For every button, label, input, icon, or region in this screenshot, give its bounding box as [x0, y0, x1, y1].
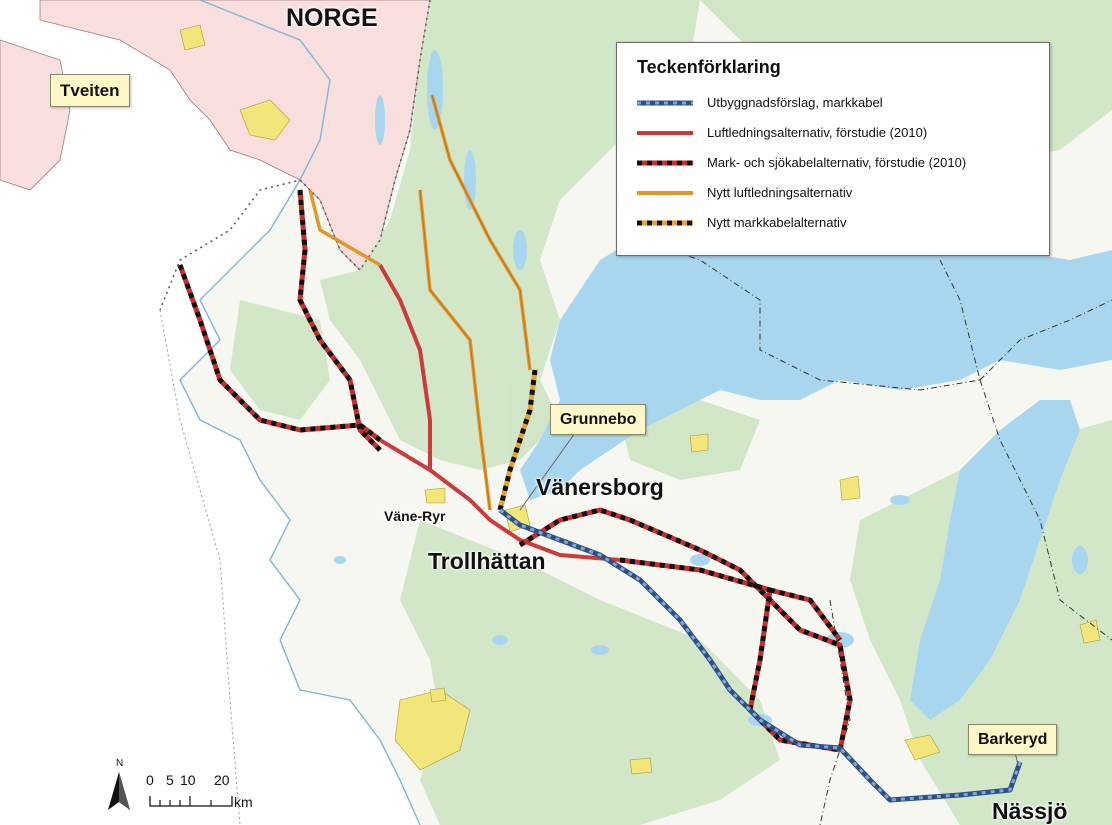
legend-swatch-red-black-dashed	[637, 160, 693, 166]
scale-tick-label: 20	[214, 772, 230, 788]
county-borders	[639, 239, 1112, 825]
place-box-grunnebo: Grunnebo	[550, 404, 647, 435]
label-nassjo: Nässjö	[992, 798, 1068, 824]
legend-item-land-sea-cable-2010: Mark- och sjökabelalternativ, förstudie …	[635, 153, 1045, 175]
route-land-sea-cable-2010	[177, 189, 853, 753]
label-trollhattan: Trollhättan	[428, 548, 546, 574]
norway-area	[39, 0, 431, 271]
route-land-cable-new	[497, 369, 538, 511]
legend-item-overhead-2010: Luftledningsalternativ, förstudie (2010)	[635, 123, 1045, 145]
scale-bar: 0 5 10 20 km	[146, 772, 266, 814]
legend-label: Nytt markkabelalternativ	[707, 215, 847, 230]
coastline	[179, 0, 421, 825]
lake-vattern	[910, 400, 1080, 720]
urban-areas	[179, 24, 1101, 775]
label-norge: NORGE	[286, 4, 378, 32]
scale-tick-label: 5	[166, 772, 174, 788]
scale-tick-label: 0	[146, 772, 154, 788]
legend-item-overhead-new: Nytt luftledningsalternativ	[635, 183, 1045, 205]
route-overhead-new-outline	[419, 94, 531, 511]
legend-swatch-orange-solid	[637, 191, 693, 195]
legend-label: Mark- och sjökabelalternativ, förstudie …	[707, 155, 967, 170]
route-proposal-cable	[498, 508, 1023, 803]
legend-title: Teckenförklaring	[637, 57, 781, 77]
grunnebo-pointer	[519, 432, 576, 511]
scale-tick-label: 10	[180, 772, 196, 788]
legend-label: Nytt luftledningsalternativ	[707, 185, 853, 200]
place-box-barkeryd: Barkeryd	[968, 724, 1058, 755]
legend-item-proposal-cable: Utbyggnadsförslag, markkabel	[635, 93, 1045, 115]
scale-unit: km	[234, 794, 253, 810]
legend-item-land-cable-new: Nytt markkabelalternativ	[635, 213, 1045, 235]
legend-swatch-blue-dashed	[637, 100, 693, 106]
north-arrow: N	[104, 758, 134, 814]
legend-swatch-red-solid	[637, 131, 693, 135]
place-box-tveiten: Tveiten	[50, 74, 130, 107]
north-arrow-icon	[108, 772, 130, 810]
scale-bar-graphic	[149, 796, 233, 807]
label-vanersborg: Vänersborg	[536, 474, 664, 500]
north-letter: N	[116, 758, 124, 769]
norway-area-left	[0, 39, 71, 191]
legend-label: Luftledningsalternativ, förstudie (2010)	[707, 125, 928, 140]
legend-label: Utbyggnadsförslag, markkabel	[707, 95, 883, 110]
label-vane-ryr: Väne-Ryr	[384, 508, 446, 524]
legend-panel: Teckenförklaring Utbyggnadsförslag, mark…	[616, 42, 1050, 256]
legend-swatch-orange-black-dashed	[637, 220, 693, 226]
route-overhead-2010	[378, 264, 621, 562]
